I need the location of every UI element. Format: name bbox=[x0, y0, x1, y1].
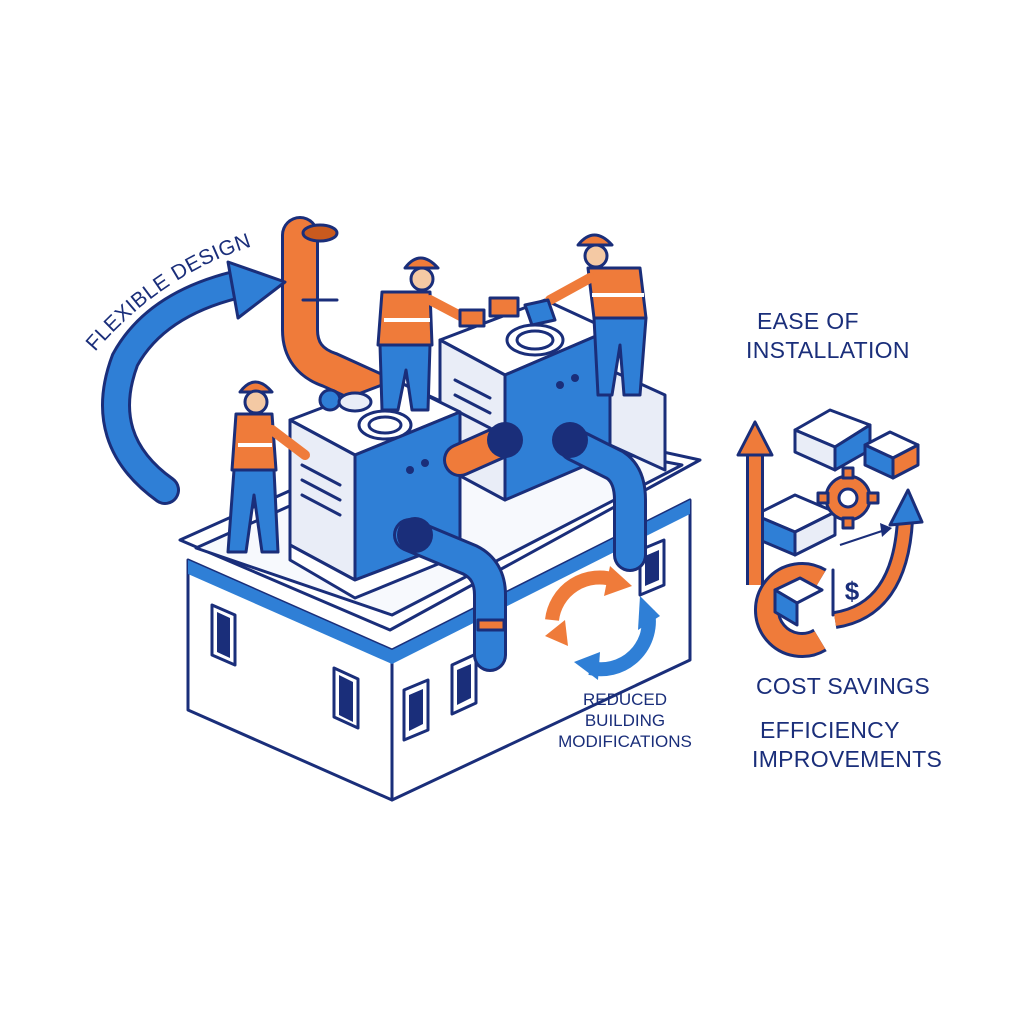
ease-of-installation-line1: EASE OF bbox=[757, 308, 859, 334]
tools bbox=[318, 296, 557, 413]
gear-icon bbox=[816, 466, 880, 530]
ease-of-installation-line2: INSTALLATION bbox=[746, 337, 910, 363]
building-windows bbox=[210, 538, 666, 742]
blue-pipes bbox=[393, 422, 647, 672]
dollar-symbol: $ bbox=[845, 576, 860, 606]
up-arrow-icon bbox=[736, 420, 924, 629]
horseshoe-icon bbox=[754, 562, 827, 658]
orange-pipe bbox=[281, 216, 459, 439]
hvac-unit-front bbox=[288, 378, 462, 600]
efficiency-line2: IMPROVEMENTS bbox=[752, 746, 943, 772]
box-icon bbox=[753, 408, 920, 557]
reduced-building-mods-line3: MODIFICATIONS bbox=[558, 732, 692, 751]
worker-left bbox=[226, 380, 310, 554]
dollar-icon: $ bbox=[831, 523, 892, 617]
worker-right bbox=[545, 233, 648, 397]
reduced-building-mods-line2: BUILDING bbox=[584, 711, 666, 730]
curved-arrow-icon bbox=[101, 260, 287, 505]
reduced-building-mods-line1: REDUCED bbox=[582, 690, 668, 709]
refresh-cycle-icon bbox=[545, 566, 660, 680]
efficiency-line1: EFFICIENCY bbox=[760, 717, 900, 743]
cost-savings-label: COST SAVINGS bbox=[756, 673, 931, 699]
